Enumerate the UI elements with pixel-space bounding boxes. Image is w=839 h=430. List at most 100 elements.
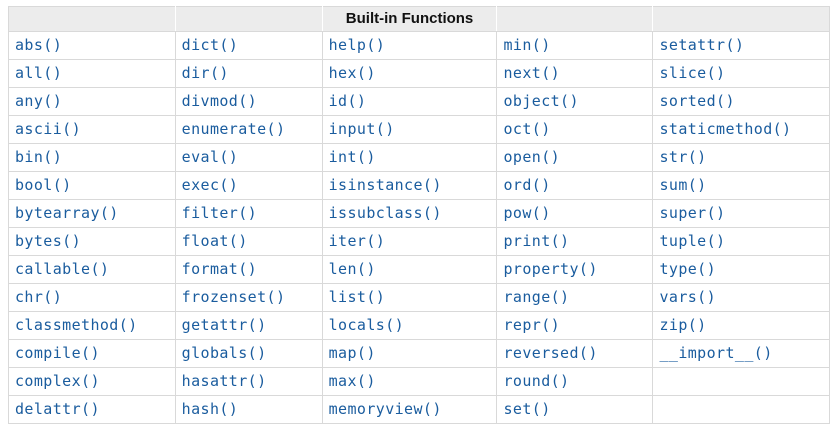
function-link[interactable]: enumerate() [181,120,286,138]
function-cell: memoryview() [321,395,498,424]
table-row: ascii() enumerate() input() oct() staticmeth… [8,115,830,144]
function-cell: slice() [652,59,830,88]
table-body: abs() dict() help() min() setattr() all() dir(… [8,31,830,424]
function-link[interactable]: dir() [181,64,229,82]
table-row: classmethod() getattr() locals() repr() zip(… [8,311,830,340]
table-row: bytearray() filter() issubclass() pow() supe… [8,199,830,228]
function-link[interactable]: reversed() [503,344,598,362]
function-link[interactable]: isinstance() [328,176,442,194]
function-link[interactable]: property() [503,260,598,278]
function-cell: enumerate() [174,115,323,144]
function-cell: property() [496,255,654,284]
function-link[interactable]: repr() [503,316,561,334]
function-link[interactable]: str() [659,148,707,166]
function-cell: bytes() [8,227,176,256]
function-cell: isinstance() [321,171,498,200]
function-link[interactable]: callable() [15,260,110,278]
function-link[interactable]: len() [328,260,376,278]
function-link[interactable]: hash() [181,400,239,418]
function-link[interactable]: open() [503,148,561,166]
function-link[interactable]: min() [503,36,551,54]
table-title-cell: Built-in Functions [321,6,498,32]
function-link[interactable]: any() [15,92,63,110]
function-link[interactable]: oct() [503,120,551,138]
function-link[interactable]: all() [15,64,63,82]
function-cell: filter() [174,199,323,228]
function-link[interactable]: list() [328,288,386,306]
function-link[interactable]: super() [659,204,726,222]
function-link[interactable]: id() [328,92,367,110]
function-link[interactable]: print() [503,232,570,250]
function-link[interactable]: getattr() [181,316,267,334]
function-cell: sum() [652,171,830,200]
function-link[interactable]: ord() [503,176,551,194]
table-row: any() divmod() id() object() sorted() [8,87,830,116]
function-link[interactable]: next() [503,64,561,82]
function-cell: open() [496,143,654,172]
function-link[interactable]: issubclass() [328,204,442,222]
function-link[interactable]: slice() [659,64,726,82]
function-link[interactable]: hex() [328,64,376,82]
function-link[interactable]: range() [503,288,570,306]
function-link[interactable]: float() [181,232,248,250]
function-link[interactable]: map() [328,344,376,362]
function-link[interactable]: hasattr() [181,372,267,390]
function-link[interactable]: int() [328,148,376,166]
function-link[interactable]: ascii() [15,120,82,138]
function-link[interactable]: compile() [15,344,100,362]
function-link[interactable]: input() [328,120,395,138]
function-link[interactable]: classmethod() [15,316,138,334]
function-cell: zip() [652,311,830,340]
function-cell: help() [321,31,498,60]
function-link[interactable]: object() [503,92,579,110]
function-link[interactable]: tuple() [659,232,726,250]
function-link[interactable]: complex() [15,372,100,390]
function-cell: format() [174,255,323,284]
function-cell: all() [8,59,176,88]
function-link[interactable]: format() [181,260,258,278]
function-cell: bool() [8,171,176,200]
table-row: bool() exec() isinstance() ord() sum() [8,171,830,200]
function-cell: pow() [496,199,654,228]
function-cell: vars() [652,283,830,312]
function-link[interactable]: frozenset() [181,288,286,306]
table-row: chr() frozenset() list() range() vars() [8,283,830,312]
function-link[interactable]: divmod() [181,92,258,110]
function-link[interactable]: round() [503,372,570,390]
function-cell: repr() [496,311,654,340]
function-cell: compile() [8,339,176,368]
function-link[interactable]: max() [328,372,376,390]
function-link[interactable]: memoryview() [328,400,442,418]
function-cell: exec() [174,171,323,200]
function-link[interactable]: bool() [15,176,72,194]
function-cell: min() [496,31,654,60]
function-cell: dir() [174,59,323,88]
function-link[interactable]: locals() [328,316,405,334]
function-link[interactable]: exec() [181,176,239,194]
function-cell: __import__() [652,339,830,368]
function-link[interactable]: staticmethod() [659,120,792,138]
function-link[interactable]: sum() [659,176,707,194]
function-link[interactable]: filter() [181,204,258,222]
function-link[interactable]: iter() [328,232,386,250]
function-link[interactable]: setattr() [659,36,745,54]
function-link[interactable]: type() [659,260,717,278]
function-link[interactable]: help() [328,36,386,54]
function-cell: super() [652,199,830,228]
function-link[interactable]: pow() [503,204,551,222]
function-link[interactable]: delattr() [15,400,100,418]
function-link[interactable]: sorted() [659,92,735,110]
function-link[interactable]: set() [503,400,551,418]
function-link[interactable]: vars() [659,288,717,306]
function-link[interactable]: chr() [15,288,63,306]
function-link[interactable]: bin() [15,148,63,166]
function-link[interactable]: zip() [659,316,707,334]
function-link[interactable]: globals() [181,344,267,362]
function-link[interactable]: bytearray() [15,204,119,222]
function-link[interactable]: bytes() [15,232,82,250]
function-link[interactable]: abs() [15,36,63,54]
function-link[interactable]: eval() [181,148,239,166]
function-link[interactable]: __import__() [659,344,773,362]
function-link[interactable]: dict() [181,36,239,54]
